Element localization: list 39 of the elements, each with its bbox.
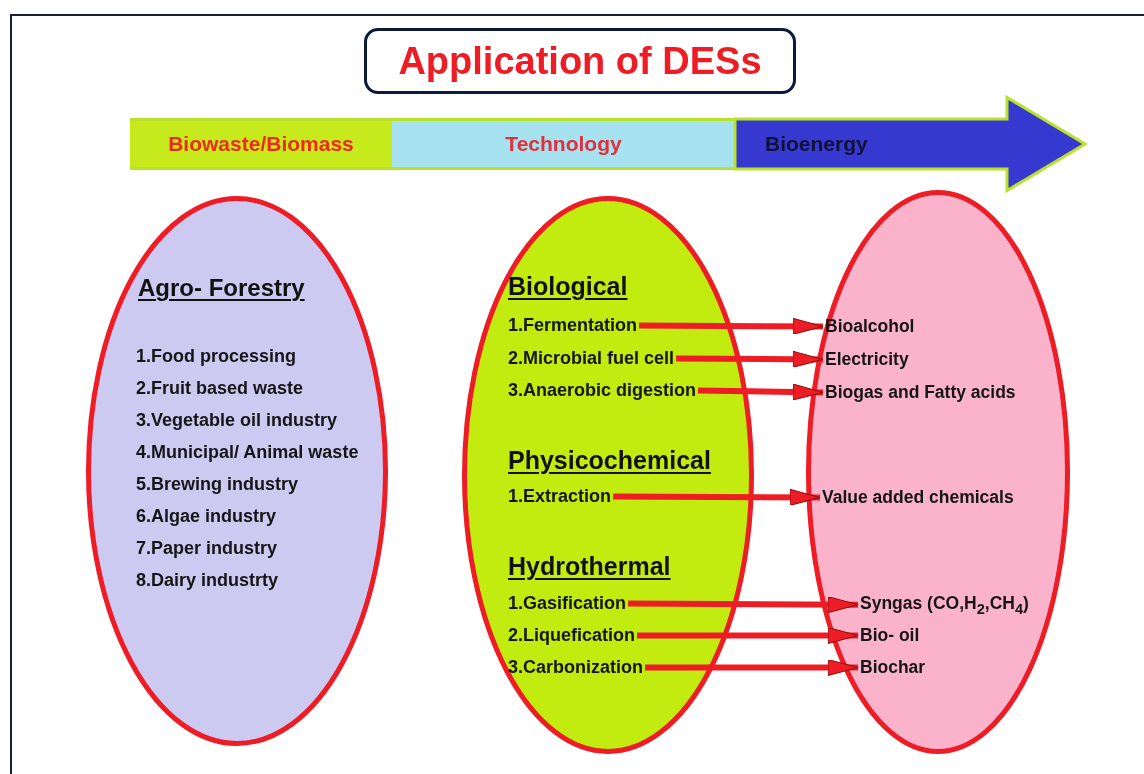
product-label: Biochar (860, 657, 926, 678)
stage-band: Technology (392, 118, 735, 170)
stage-band: Biowaste/Biomass (130, 118, 392, 170)
list-item: 5.Brewing industry (136, 474, 299, 495)
group-heading: Biological (508, 272, 628, 301)
arrow (639, 317, 824, 335)
arrow (645, 659, 859, 676)
arrow (637, 627, 859, 644)
list-item: 2.Fruit based waste (136, 378, 304, 399)
group-heading: Hydrothermal (508, 552, 671, 581)
arrow (628, 596, 859, 614)
group-heading: Physicochemical (508, 446, 711, 475)
process-label: 1.Fermentation (508, 315, 638, 336)
product-label: Biogas and Fatty acids (825, 382, 1016, 403)
list-item: 4.Municipal/ Animal waste (136, 442, 359, 463)
source-ellipse (86, 196, 388, 746)
process-label: 2.Liquefication (508, 625, 635, 646)
list-item: 6.Algae industry (136, 506, 277, 527)
stage-arrow: Bioenergy (735, 96, 1087, 192)
product-ellipse (806, 190, 1070, 754)
product-label: Bio- oil (860, 625, 920, 646)
process-label: 2.Microbial fuel cell (508, 348, 675, 369)
product-label: Syngas (CO,H$_{2}$,CH$_{4}$) (860, 593, 1029, 617)
process-label: 1.Gasification (508, 593, 627, 614)
list-item: 8.Dairy industrty (136, 570, 279, 591)
list-item: 3.Vegetable oil industry (136, 410, 338, 431)
title: Application of DESs (364, 28, 796, 94)
process-label: 3.Carbonization (508, 657, 643, 678)
list-item: 1.Food processing (136, 346, 297, 367)
product-label: Value added chemicals (822, 487, 1014, 508)
product-label: Electricity (825, 349, 909, 370)
group-heading: Agro- Forestry (138, 274, 305, 302)
list-item: 7.Paper industry (136, 538, 278, 559)
arrow (698, 383, 824, 401)
arrow (613, 488, 821, 506)
technology-ellipse (462, 196, 754, 754)
arrow (676, 350, 824, 368)
process-label: 1.Extraction (508, 486, 612, 507)
process-label: 3.Anaerobic digestion (508, 380, 697, 401)
